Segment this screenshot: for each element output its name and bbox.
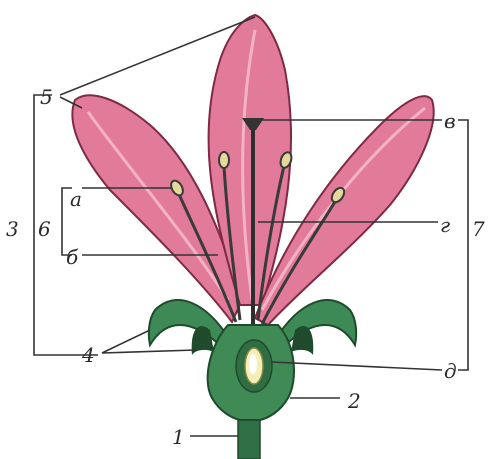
label-7: 7	[472, 217, 485, 241]
label-4: 4	[81, 343, 95, 367]
label-6: 6	[38, 217, 51, 241]
bracket-7	[458, 120, 468, 370]
label-g: г	[440, 213, 450, 237]
label-b: б	[66, 245, 79, 269]
receptacle	[208, 325, 294, 420]
label-3: 3	[6, 217, 19, 241]
label-2: 2	[347, 389, 361, 413]
label-d: д	[444, 359, 457, 383]
label-5: 5	[40, 85, 53, 109]
leader-d	[272, 362, 442, 370]
stem	[238, 418, 260, 459]
leader-4-b	[102, 350, 196, 353]
label-v: в	[444, 109, 456, 133]
leader-4-a	[102, 330, 150, 353]
label-a: а	[70, 187, 82, 211]
anther-2	[219, 152, 229, 168]
label-1: 1	[172, 425, 185, 449]
